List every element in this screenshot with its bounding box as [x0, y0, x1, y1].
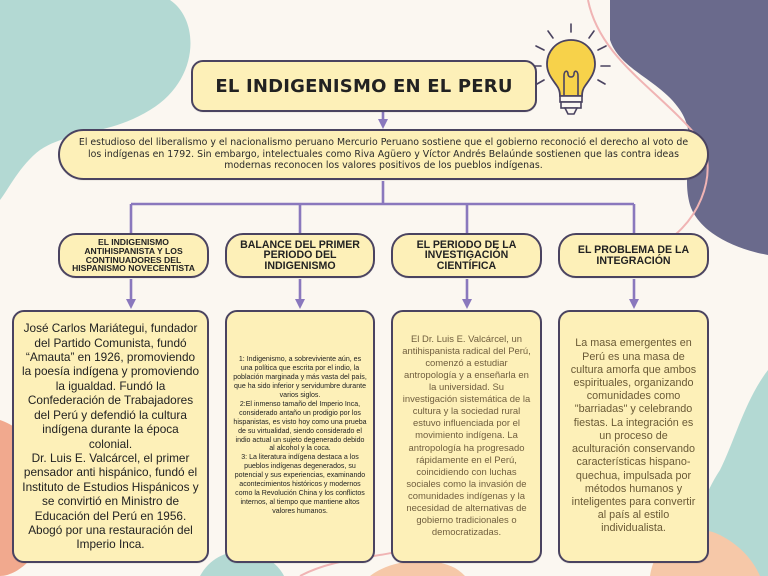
heading-balance: BALANCE DEL PRIMER PERIODO DEL INDIGENIS…	[240, 238, 360, 272]
intro-box: El estudioso del liberalismo y el nacion…	[58, 129, 709, 180]
title-box: EL INDIGENISMO EN EL PERU	[191, 60, 537, 112]
lightbulb-icon	[531, 23, 611, 115]
teal-blob-top-left	[0, 0, 191, 200]
heading-box-integracion: EL PROBLEMA DE LA INTEGRACIÓN	[558, 233, 709, 278]
teal-blob-bottom-right	[690, 370, 768, 576]
heading-antihispanista: EL INDIGENISMO ANTIHISPANISTA Y LOS CONT…	[72, 237, 195, 274]
heading-box-investigacion: EL PERIODO DE LA INVESTIGACIÓN CIENTÍFIC…	[391, 233, 542, 278]
heading-investigacion: EL PERIODO DE LA INVESTIGACIÓN CIENTÍFIC…	[416, 238, 517, 272]
intro-text: El estudioso del liberalismo y el nacion…	[78, 137, 689, 172]
content-box-integracion: La masa emergentes en Perú es una masa d…	[558, 310, 709, 563]
heading-box-balance: BALANCE DEL PRIMER PERIODO DEL INDIGENIS…	[225, 233, 375, 278]
page-title: EL INDIGENISMO EN EL PERU	[215, 75, 513, 97]
heading-box-antihispanista: EL INDIGENISMO ANTIHISPANISTA Y LOS CONT…	[58, 233, 209, 278]
peach-blob-bottom-mid	[370, 560, 465, 576]
content-box-investigacion: El Dr. Luis E. Valcárcel, un antihispani…	[391, 310, 542, 563]
content-antihispanista: José Carlos Mariátegui, fundador del Par…	[21, 321, 200, 552]
content-balance: 1: Indigenismo, a sobreviviente aún, es …	[233, 356, 367, 515]
content-investigacion: El Dr. Luis E. Valcárcel, un antihispani…	[402, 333, 531, 539]
content-box-balance: 1: Indigenismo, a sobreviviente aún, es …	[225, 310, 375, 563]
heading-integracion: EL PROBLEMA DE LA INTEGRACIÓN	[577, 243, 690, 267]
content-integracion: La masa emergentes en Perú es una masa d…	[570, 337, 697, 535]
content-box-antihispanista: José Carlos Mariátegui, fundador del Par…	[12, 310, 209, 563]
